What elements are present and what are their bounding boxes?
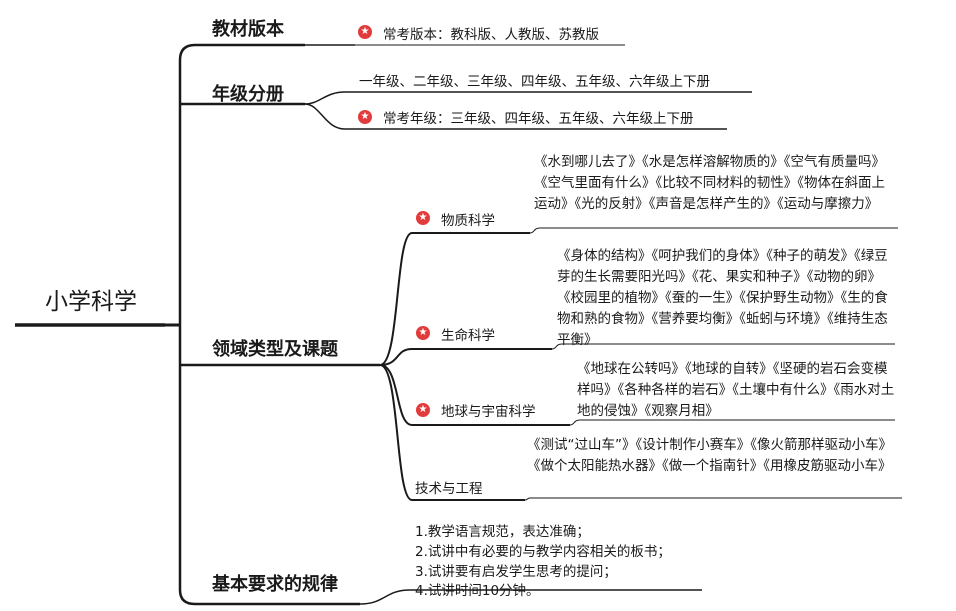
physical-science-topics: 《水到哪儿去了》《水是怎样溶解物质的》《空气有质量吗》《空气里面有什么》《比较不… — [534, 154, 885, 212]
domain-technology-engineering: 技术与工程 — [415, 481, 483, 497]
domain-earth-space-science: 地球与宇宙科学 — [441, 404, 536, 420]
category-domains-topics: 领域类型及课题 — [212, 339, 338, 360]
category-grade-volumes: 年级分册 — [212, 84, 284, 105]
requirement-item: 3.试讲要有启发学生思考的提问； — [415, 564, 617, 580]
red-star-badge-icon: ★ — [358, 25, 372, 39]
life-science-topics: 《身体的结构》《呵护我们的身体》《种子的萌发》《绿豆芽的生长需要阳光吗》《花、果… — [557, 248, 888, 348]
earth-space-science-topics: 《地球在公转吗》《地球的自转》《坚硬的岩石会变模样吗》《各种各样的岩石》《土壤中… — [577, 361, 895, 419]
grades-all: 一年级、二年级、三年级、四年级、五年级、六年级上下册 — [359, 74, 710, 90]
root-topic: 小学科学 — [45, 289, 137, 315]
red-star-badge-icon: ★ — [416, 326, 430, 340]
red-star-badge-icon: ★ — [416, 211, 430, 225]
domain-physical-science: 物质科学 — [441, 213, 495, 229]
grades-note: 常考年级：三年级、四年级、五年级、六年级上下册 — [383, 111, 694, 127]
domain-life-science: 生命科学 — [441, 328, 495, 344]
category-basic-requirements: 基本要求的规律 — [212, 574, 338, 595]
requirement-item: 4.试讲时间10分钟。 — [415, 583, 540, 599]
red-star-badge-icon: ★ — [416, 403, 430, 417]
requirement-item: 1.教学语言规范，表达准确； — [415, 524, 590, 540]
red-star-badge-icon: ★ — [358, 110, 372, 124]
technology-engineering-topics: 《测试“过山车”》《设计制作小赛车》《像火箭那样驱动小车》《做个太阳能热水器》《… — [527, 437, 892, 474]
textbook-note: 常考版本：教科版、人教版、苏教版 — [383, 27, 599, 43]
requirement-item: 2.试讲中有必要的与教学内容相关的板书； — [415, 544, 671, 560]
category-textbook-version: 教材版本 — [212, 19, 284, 40]
